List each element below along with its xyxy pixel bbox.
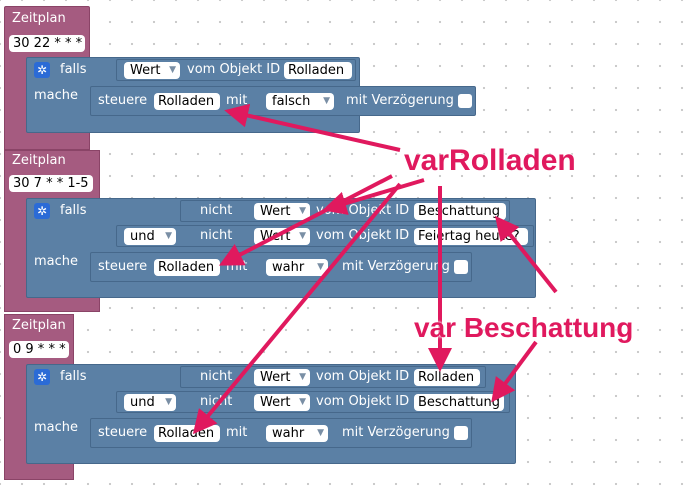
triangle-down-icon: ▼ xyxy=(299,397,306,407)
object-id-field[interactable]: Beschattung xyxy=(414,394,504,411)
if-label: falls xyxy=(60,369,87,384)
object-label: vom Objekt ID xyxy=(316,228,410,243)
triangle-down-icon: ▼ xyxy=(169,65,176,75)
action-target-field[interactable]: Rolladen xyxy=(154,93,220,110)
do-label: mache xyxy=(34,420,79,435)
dropdown-value: und xyxy=(130,229,155,244)
triangle-down-icon: ▼ xyxy=(317,428,324,438)
dropdown-value: Wert xyxy=(260,229,291,244)
value-dropdown[interactable]: Wert ▼ xyxy=(254,228,310,245)
with-label: mit xyxy=(226,93,248,108)
dropdown-value: Wert xyxy=(260,370,291,385)
object-label: vom Objekt ID xyxy=(316,394,410,409)
annotation-var-beschattung: var Beschattung xyxy=(414,312,634,343)
object-label: vom Objekt ID xyxy=(316,203,410,218)
action-value-dropdown[interactable]: wahr ▼ xyxy=(266,259,328,276)
delay-checkbox[interactable] xyxy=(454,426,468,440)
dropdown-value: Wert xyxy=(260,395,291,410)
action-value-dropdown[interactable]: falsch ▼ xyxy=(266,93,334,110)
annotation-var-rolladen: varRolladen xyxy=(404,144,576,177)
action-label: steuere xyxy=(98,259,148,274)
action-target-field[interactable]: Rolladen xyxy=(154,259,220,276)
dropdown-value: und xyxy=(130,395,155,410)
schedule-title: Zeitplan xyxy=(12,153,66,168)
object-id-field[interactable]: Beschattung xyxy=(414,203,506,220)
action-label: steuere xyxy=(98,425,148,440)
object-label: vom Objekt ID xyxy=(316,369,410,384)
action-target-field[interactable]: Rolladen xyxy=(154,425,220,442)
triangle-down-icon: ▼ xyxy=(299,206,306,216)
and-dropdown[interactable]: und ▼ xyxy=(124,394,176,411)
triangle-down-icon: ▼ xyxy=(317,262,324,272)
not-label: nicht xyxy=(200,369,233,384)
object-id-field[interactable]: Rolladen xyxy=(284,62,352,79)
triangle-down-icon: ▼ xyxy=(299,372,306,382)
value-dropdown[interactable]: Wert ▼ xyxy=(254,394,310,411)
do-label: mache xyxy=(34,254,79,269)
delay-label: mit Verzögerung xyxy=(346,93,454,108)
schedule-title: Zeitplan xyxy=(12,318,66,333)
triangle-down-icon: ▼ xyxy=(165,397,172,407)
object-id-field[interactable]: Rolladen xyxy=(414,369,480,386)
delay-checkbox[interactable] xyxy=(458,94,472,108)
not-label: nicht xyxy=(200,394,233,409)
if-label: falls xyxy=(60,203,87,218)
value-dropdown[interactable]: Wert ▼ xyxy=(254,203,310,220)
value-dropdown[interactable]: Wert ▼ xyxy=(254,369,310,386)
triangle-down-icon: ▼ xyxy=(323,96,330,106)
gear-icon[interactable]: ✲ xyxy=(34,203,50,219)
triangle-down-icon: ▼ xyxy=(165,231,172,241)
action-label: steuere xyxy=(98,93,148,108)
not-label: nicht xyxy=(200,203,233,218)
gear-icon[interactable]: ✲ xyxy=(34,62,50,78)
object-label: vom Objekt ID xyxy=(187,62,281,77)
action-value-dropdown[interactable]: wahr ▼ xyxy=(266,425,328,442)
gear-icon[interactable]: ✲ xyxy=(34,369,50,385)
delay-label: mit Verzögerung xyxy=(342,425,450,440)
object-id-field[interactable]: Feiertag heute? xyxy=(414,228,528,245)
triangle-down-icon: ▼ xyxy=(299,231,306,241)
schedule-title: Zeitplan xyxy=(12,11,66,26)
dropdown-value: Wert xyxy=(260,204,291,219)
dropdown-value: wahr xyxy=(272,426,305,441)
do-label: mache xyxy=(34,88,79,103)
value-dropdown[interactable]: Wert ▼ xyxy=(124,62,180,79)
and-dropdown[interactable]: und ▼ xyxy=(124,228,176,245)
schedule-cron-field[interactable]: 30 22 * * * xyxy=(9,35,85,52)
schedule-cron-field[interactable]: 0 9 * * * xyxy=(9,341,69,358)
not-label: nicht xyxy=(200,228,233,243)
if-label: falls xyxy=(60,62,87,77)
schedule-cron-field[interactable]: 30 7 * * 1-5 xyxy=(9,175,93,192)
delay-checkbox[interactable] xyxy=(454,260,468,274)
dropdown-value: wahr xyxy=(272,260,305,275)
with-label: mit xyxy=(226,425,248,440)
dropdown-value: Wert xyxy=(130,63,161,78)
with-label: mit xyxy=(226,259,248,274)
delay-label: mit Verzögerung xyxy=(342,259,450,274)
dropdown-value: falsch xyxy=(272,94,311,109)
